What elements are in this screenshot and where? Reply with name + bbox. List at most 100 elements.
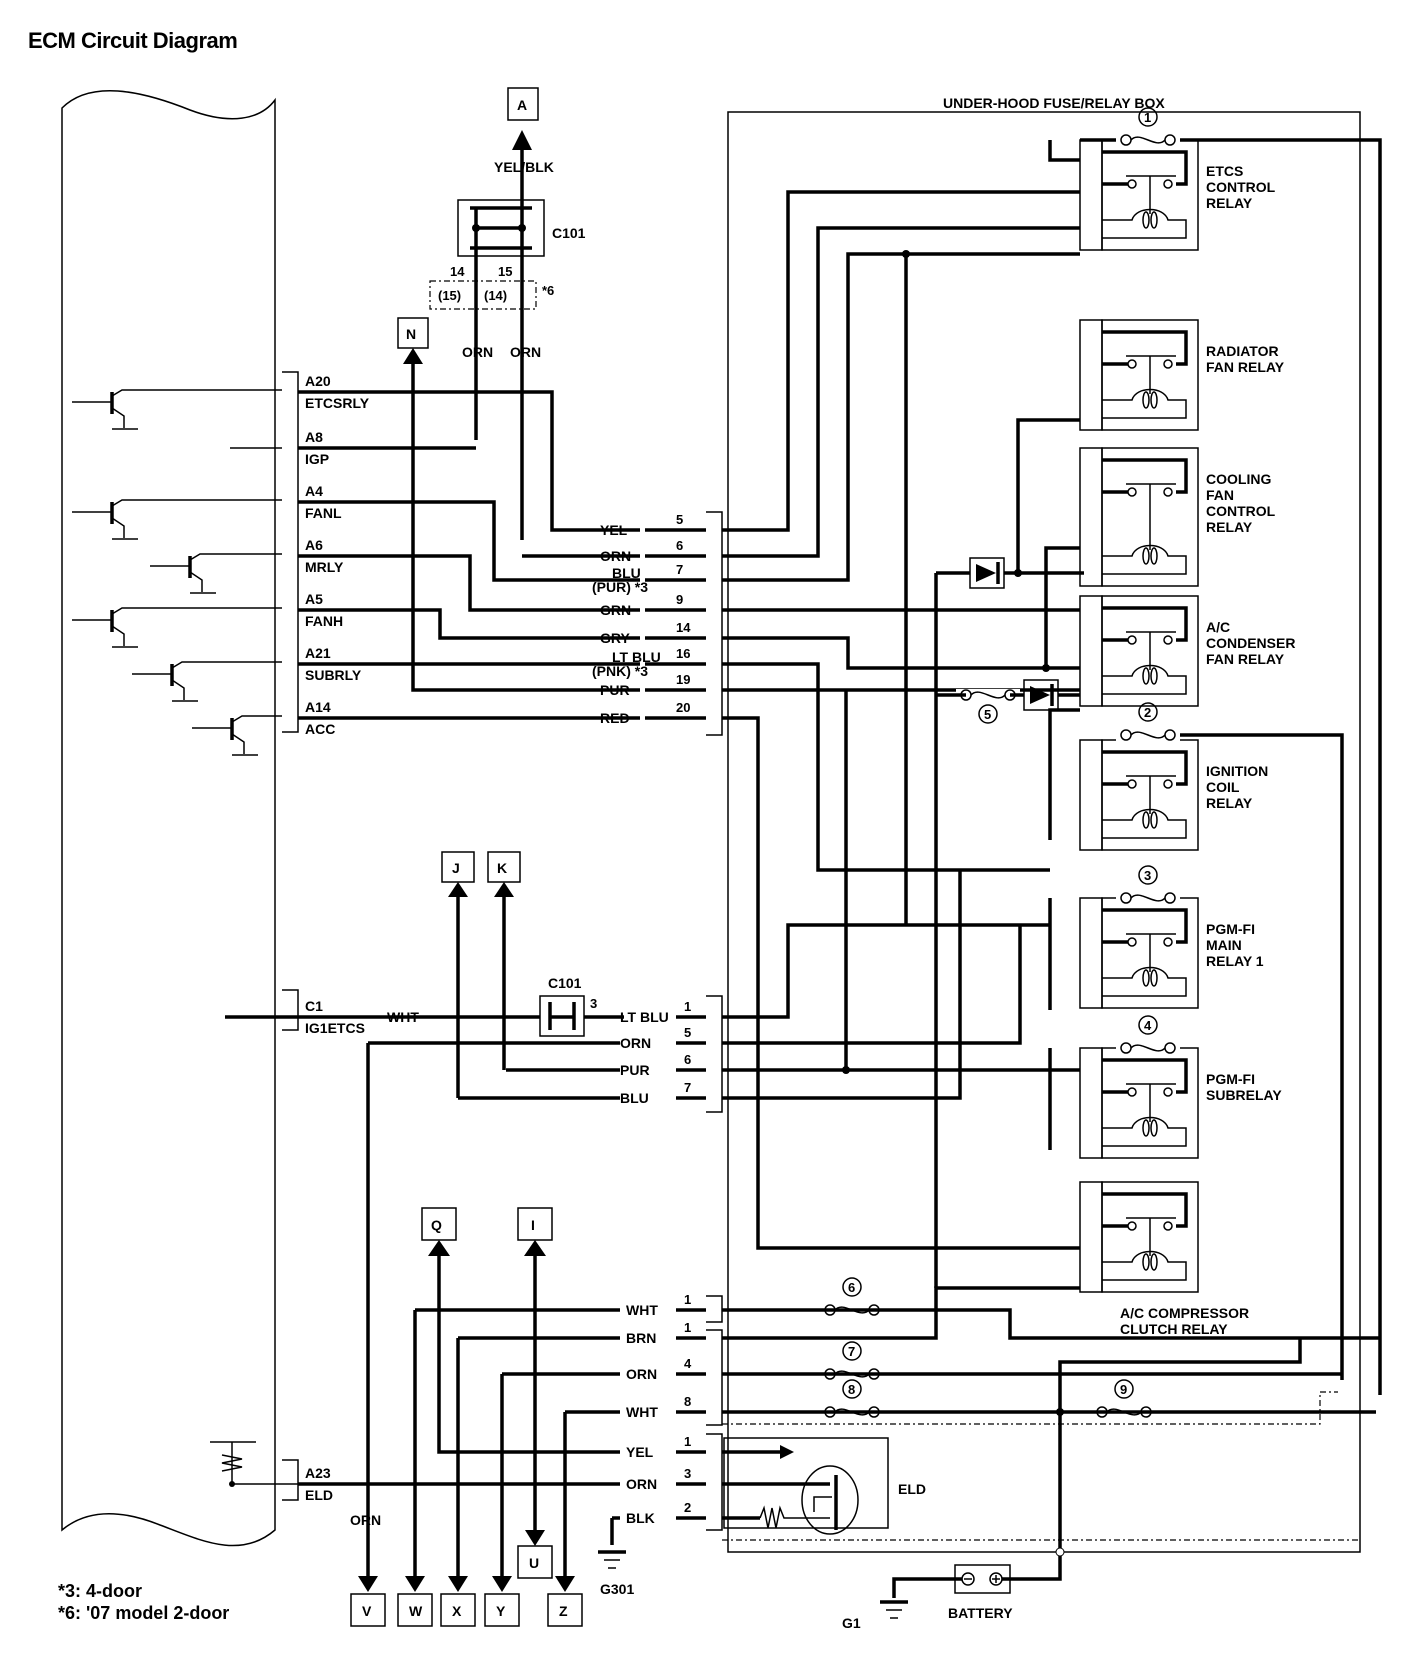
terminal-V[interactable]: V [350,1576,386,1627]
ecm-pin-name: ETCSRLY [305,395,370,411]
svg-text:15: 15 [498,264,512,279]
wire-label: ORN 5 [620,1025,706,1051]
terminal-Z[interactable]: Z [547,1576,583,1627]
ecm-driver-transistor-icon [72,389,282,430]
relay-label: ETCS [1206,163,1243,179]
svg-text:5: 5 [684,1025,691,1040]
fuse-number: 5 [984,707,991,722]
svg-text:ORN: ORN [350,1512,381,1528]
svg-text:ORN: ORN [620,1035,651,1051]
svg-text:(14): (14) [484,288,507,303]
svg-text:PUR: PUR [620,1062,650,1078]
fuse-number: 4 [1144,1018,1152,1033]
svg-text:ELD: ELD [898,1481,926,1497]
relay-label: SUBRELAY [1206,1087,1282,1103]
terminal-A[interactable] [507,87,539,121]
fuse-1: 1 [1116,107,1180,146]
terminal-J[interactable]: J [441,851,475,1098]
top-connector-c101: A YEL/BLK C101 14 15 (15) (14) *6 ORN OR… [429,87,586,540]
connector-group-1 [706,511,723,736]
terminal-K[interactable]: K [487,851,521,1070]
terminal-Q[interactable]: Q [421,1207,620,1454]
relay-label: FAN [1206,487,1234,503]
svg-text:G301: G301 [600,1581,634,1597]
relay-label: CLUTCH RELAY [1120,1321,1228,1337]
svg-text:*6: *6 [542,283,554,298]
ecm-pin-name: FANH [305,613,343,629]
relay-label: FAN RELAY [1206,359,1285,375]
svg-text:WHT: WHT [387,1009,419,1025]
svg-text:V: V [362,1603,372,1619]
ecm-pin-name: IGP [305,451,329,467]
relay-label: RELAY [1206,519,1253,535]
svg-text:BLK: BLK [626,1510,655,1526]
ecm-pin-id: A8 [305,429,323,445]
svg-text:6: 6 [684,1052,691,1067]
fuse-number: 9 [1120,1382,1127,1397]
diode-2 [1023,679,1059,711]
svg-text:7: 7 [676,562,683,577]
svg-text:(15): (15) [438,288,461,303]
relay-label: RELAY [1206,795,1253,811]
fuse-2: 2 [1116,702,1180,741]
svg-text:8: 8 [684,1394,691,1409]
svg-text:YEL/BLK: YEL/BLK [494,159,554,175]
terminal-W[interactable]: W [397,1576,433,1627]
svg-text:RED: RED [600,710,630,726]
relay-label: A/C COMPRESSOR [1120,1305,1249,1321]
svg-text:A23: A23 [305,1465,331,1481]
svg-text:C101: C101 [552,225,586,241]
relay-label: RELAY 1 [1206,953,1264,969]
eld-module: ELD [722,1437,926,1535]
svg-text:W: W [409,1603,423,1619]
terminal-U[interactable]: U [517,1545,553,1579]
connector-group-2 [706,995,723,1113]
ecm-pin-id: A14 [305,699,331,715]
svg-text:7: 7 [684,1080,691,1095]
svg-text:4: 4 [684,1356,692,1371]
mid-connector-c101: C101 3 [539,975,597,1037]
relay-label: RADIATOR [1206,343,1279,359]
ecm-pin-id: A4 [305,483,323,499]
battery: BATTERY [948,1564,1013,1621]
terminal-I[interactable]: I [517,1207,553,1546]
relay-label: COOLING [1206,471,1271,487]
relay-label: FAN RELAY [1206,651,1285,667]
svg-text:LT BLU: LT BLU [620,1009,669,1025]
svg-text:C1: C1 [305,998,323,1014]
ecm-driver-transistor-icon [150,553,282,594]
svg-text:Q: Q [431,1217,442,1233]
svg-text:PUR: PUR [600,682,630,698]
svg-text:A: A [517,97,527,113]
terminal-Y[interactable]: Y [484,1576,520,1627]
svg-text:1: 1 [684,1320,691,1335]
relay-label: CONDENSER [1206,635,1295,651]
fuse-box-outline [727,111,1361,1553]
svg-text:5: 5 [676,512,683,527]
relay-label: RELAY [1206,195,1253,211]
svg-text:14: 14 [676,620,691,635]
svg-text:BLU: BLU [612,565,641,581]
terminal-X[interactable]: X [440,1576,476,1627]
svg-text:14: 14 [450,264,465,279]
diode-1 [969,557,1005,589]
footnotes: *3: 4-door *6: '07 model 2-door [58,1580,229,1624]
terminal-N[interactable]: N [397,317,640,692]
wire-label: PUR 6 [620,1052,706,1078]
